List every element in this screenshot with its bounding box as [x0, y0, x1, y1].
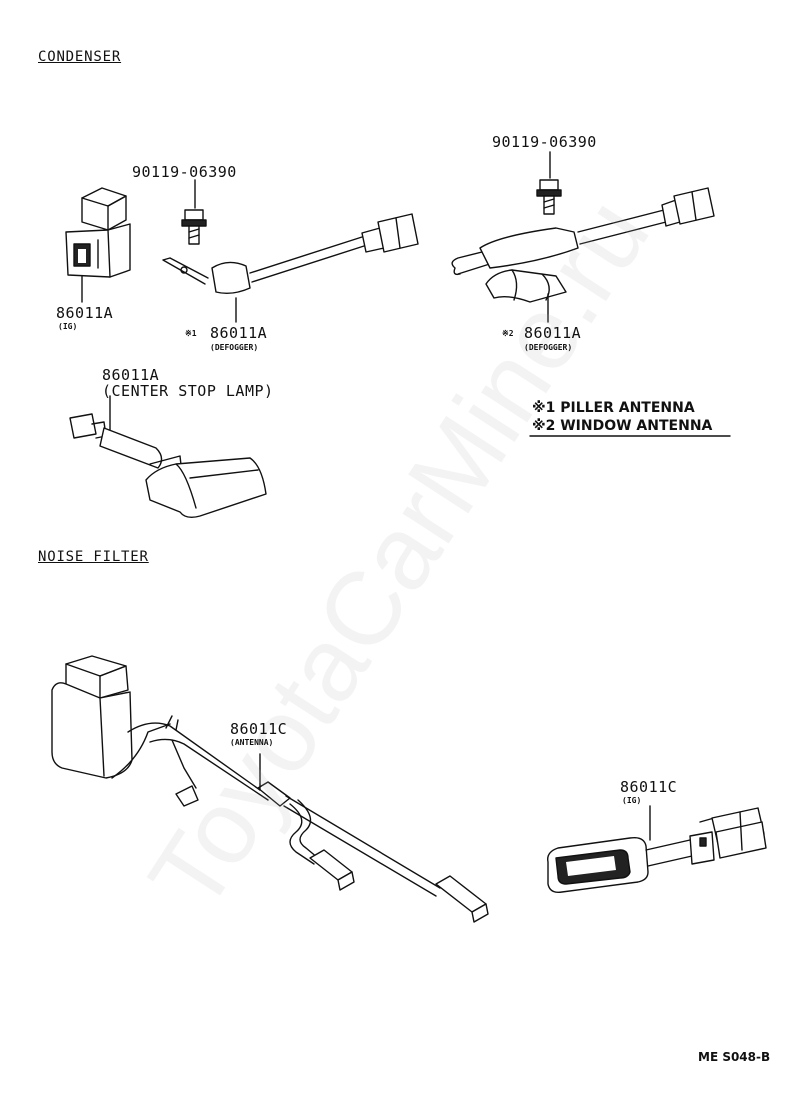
ig-condenser-block [65, 187, 131, 303]
legend-item-window-antenna: ※2 WINDOW ANTENNA [532, 418, 713, 434]
ig-filter-note: (IG) [622, 796, 642, 805]
piller-condenser [162, 213, 419, 323]
window-condenser-note: (DEFOGGER) [524, 343, 573, 352]
window-condenser [451, 187, 715, 323]
bolt-right [536, 151, 562, 215]
figure-code: ME S048-B [698, 1050, 771, 1064]
ig-filter-part-number: 86011C [620, 778, 678, 796]
window-condenser-mark: ※2 [502, 329, 514, 338]
ig-noise-filter [547, 805, 767, 894]
section-heading-condenser: CONDENSER [38, 49, 122, 65]
piller-condenser-mark: ※1 [185, 329, 197, 338]
section-heading-noise-filter: NOISE FILTER [38, 549, 149, 565]
antenna-noise-filter [51, 655, 489, 923]
piller-condenser-note: (DEFOGGER) [210, 343, 259, 352]
ig-condenser-part-number: 86011A [56, 304, 114, 322]
ig-condenser-note: (IG) [58, 322, 78, 331]
piller-condenser-part-number: 86011A [210, 324, 268, 342]
antenna-filter-note: (ANTENNA) [230, 738, 274, 747]
bolt-left [181, 179, 207, 245]
bolt-right-part-number: 90119-06390 [492, 133, 597, 151]
legend-item-piller-antenna: ※1 PILLER ANTENNA [532, 400, 695, 416]
antenna-filter-part-number: 86011C [230, 720, 288, 738]
bolt-left-part-number: 90119-06390 [132, 163, 237, 181]
stop-lamp-condenser [69, 395, 267, 519]
stop-lamp-condenser-part-number: 86011A [102, 366, 160, 384]
stop-lamp-condenser-note: (CENTER STOP LAMP) [102, 382, 274, 400]
window-condenser-part-number: 86011A [524, 324, 582, 342]
